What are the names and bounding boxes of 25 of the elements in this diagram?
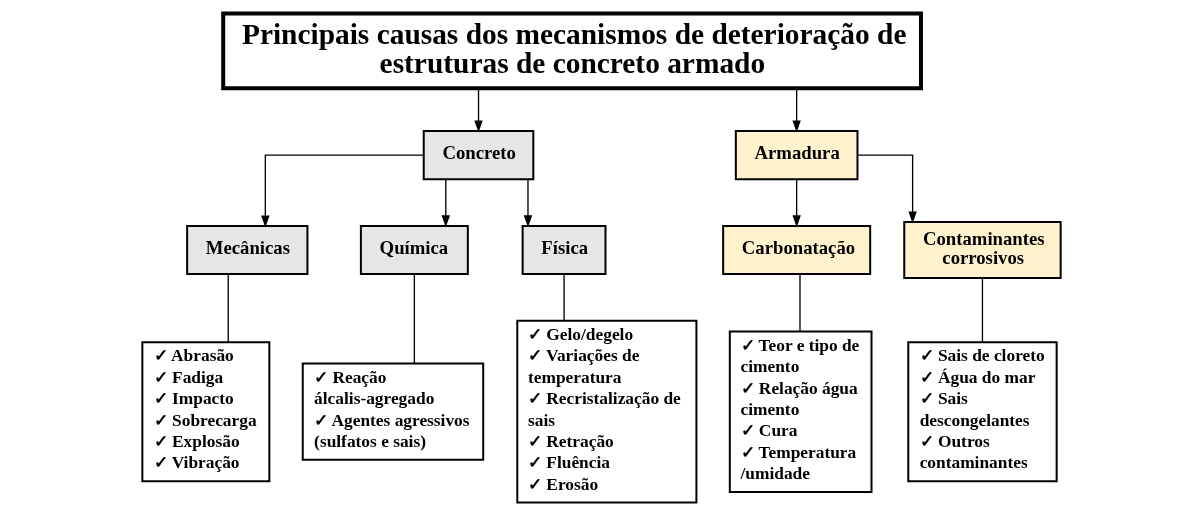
arrow <box>857 154 917 224</box>
node-box: Principais causas dos mecanismos de deterioração de estruturas de concreto armado <box>221 11 923 91</box>
node-box: Química <box>359 224 469 276</box>
connector <box>981 277 984 343</box>
node-box: ✓ Reação álcalis-agregado ✓ Agentes agressivos (sulfatos e sais) <box>301 362 485 461</box>
node-box: Mecânicas <box>186 224 309 276</box>
arrow <box>261 154 425 228</box>
node-box: Contaminantes corrosivos <box>903 220 1062 280</box>
node-box: ✓ Abrasão ✓ Fadiga ✓ Impacto ✓ Sobrecarga ✓ Explosão ✓ Vibração <box>141 341 271 483</box>
connector <box>563 273 565 322</box>
node-box: ✓ Teor e tipo de cimento ✓ Relação água cimento ✓ Cura ✓ Temperatura /umidade <box>728 330 873 493</box>
connector <box>799 273 801 333</box>
node-box: Armadura <box>734 130 859 181</box>
node-box: Física <box>521 224 607 276</box>
connector <box>413 273 416 364</box>
arrow <box>474 87 483 133</box>
arrow <box>792 87 801 133</box>
arrow <box>441 178 450 228</box>
connector <box>227 273 229 343</box>
node-box: ✓ Sais de cloreto ✓ Água do mar ✓ Sais descongelantes ✓ Outros contaminantes <box>907 341 1058 483</box>
node-box: ✓ Gelo/degelo ✓ Variações de temperatura ✓ Recristalização de sais ✓ Retração ✓ Fluência ✓ Erosão <box>516 319 698 504</box>
arrow <box>523 178 533 228</box>
arrow <box>792 178 801 228</box>
node-box: Concreto <box>422 130 535 181</box>
node-box: Carbonatação <box>722 224 872 276</box>
